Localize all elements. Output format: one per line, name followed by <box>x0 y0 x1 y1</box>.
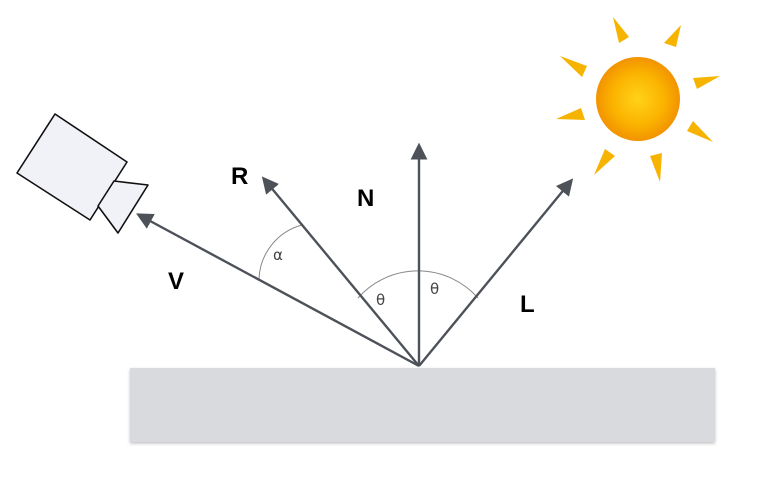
light-vector <box>418 178 574 367</box>
label-v: V <box>168 268 184 295</box>
label-theta-right: θ <box>430 280 439 298</box>
view-vector <box>136 213 420 368</box>
label-n: N <box>357 185 374 212</box>
alpha-arc <box>258 224 303 280</box>
label-l: L <box>520 291 535 318</box>
reflective-surface <box>130 368 715 442</box>
reflect-vector <box>261 176 420 367</box>
label-r: R <box>231 163 248 190</box>
label-theta-left: θ <box>376 291 385 309</box>
label-alpha: α <box>273 246 283 264</box>
camera-icon <box>16 113 149 234</box>
sun-icon <box>556 17 720 182</box>
